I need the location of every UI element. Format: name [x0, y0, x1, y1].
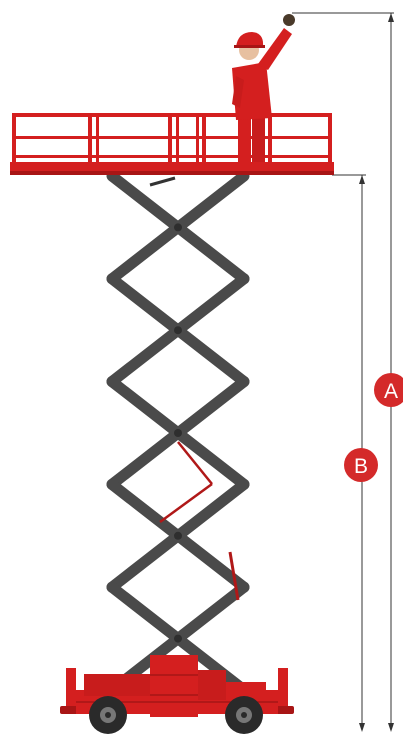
hydraulic-details — [149, 176, 240, 601]
scissor-pivot-pin — [174, 531, 182, 540]
scissor-pivot-pin — [174, 223, 182, 232]
guardrail-platform — [10, 113, 334, 175]
worker-figure — [232, 14, 295, 162]
dimension-a-badge: A — [374, 373, 403, 407]
dimension-a-label: A — [384, 380, 398, 403]
chassis-with-wheels — [60, 655, 294, 734]
dimension-a-arrow-top — [388, 13, 394, 22]
dimension-b-arrow-top — [359, 175, 365, 184]
scissor-pivot-pin — [174, 634, 182, 643]
outrigger-left — [66, 668, 76, 710]
dimension-b-arrow-bottom — [359, 723, 365, 732]
platform-deck — [10, 162, 334, 171]
dimension-a-arrow-bottom — [388, 723, 394, 732]
scissor-lift-arms — [106, 170, 250, 696]
dimension-lines — [292, 12, 394, 732]
dimension-b-label: B — [354, 455, 368, 478]
scissor-pivot-pin — [174, 326, 182, 335]
dimension-b-badge: B — [344, 448, 378, 482]
outrigger-right — [278, 668, 288, 710]
scissor-pivot-pin — [174, 429, 182, 437]
